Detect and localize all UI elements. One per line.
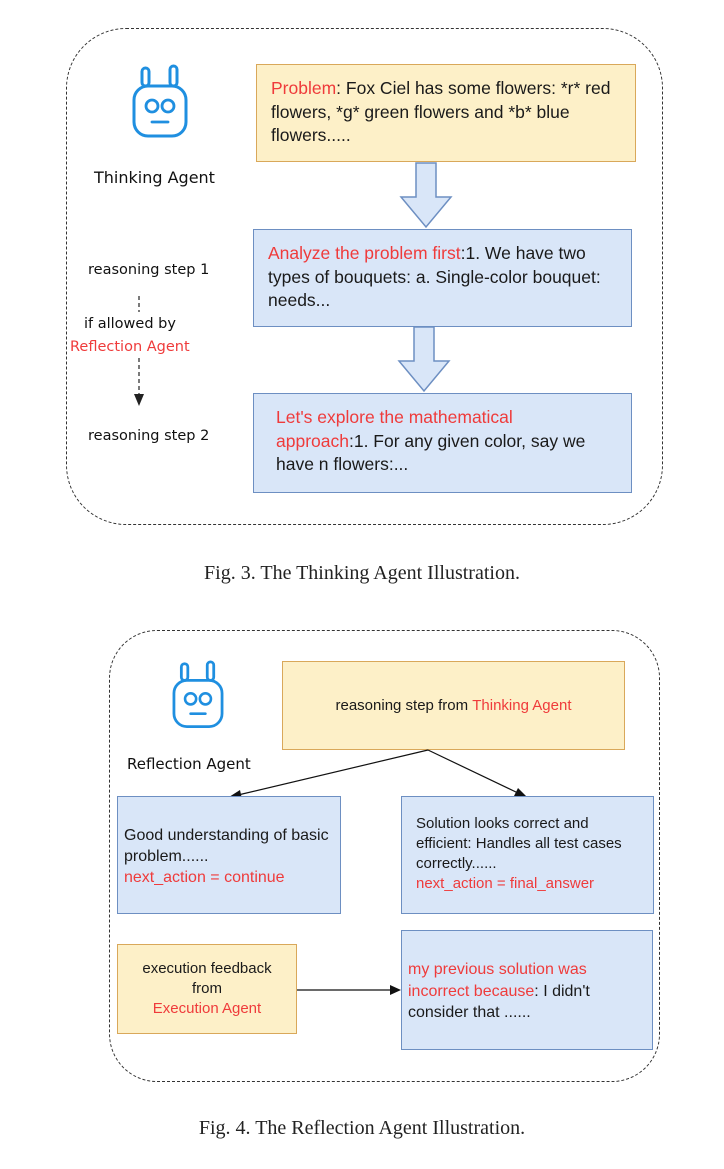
problem-label: Problem	[271, 78, 337, 98]
final-answer-text: Solution looks correct and efficient: Ha…	[416, 815, 622, 872]
down-arrow-1	[399, 162, 453, 229]
robot-icon	[172, 660, 224, 728]
feedback-line2: from	[192, 980, 222, 997]
continue-box: Good understanding of basic problem.....…	[117, 796, 341, 914]
figure4-frame	[109, 630, 660, 1082]
step2-text: :1. For any given color, say we have n f…	[276, 430, 586, 475]
step1-text: :1. We have two types of bouquets: a. Si…	[268, 243, 601, 310]
feedback-agent: Execution Agent	[152, 1000, 262, 1017]
robot-icon	[132, 64, 188, 138]
figure4-caption: Fig. 4. The Reflection Agent Illustratio…	[198, 1117, 526, 1139]
condition-prefix: if allowed by	[84, 316, 176, 332]
input-prefix: reasoning step from	[335, 697, 473, 714]
retry-text: : I didn't consider that ......	[408, 982, 590, 1022]
retry-box: my previous solution was incorrect becau…	[401, 930, 653, 1050]
down-arrow-2	[397, 326, 451, 393]
thinking-agent-label: Thinking Agent	[94, 168, 215, 187]
retry-label: my previous solution was incorrect becau…	[408, 961, 587, 1000]
reasoning-step-2-label: reasoning step 2	[88, 428, 210, 444]
step-connector-arrow	[134, 296, 144, 406]
problem-text: : Fox Ciel has some flowers: *r* red flo…	[271, 78, 611, 145]
condition-agent: Reflection Agent	[70, 339, 190, 355]
final-answer-box: Solution looks correct and efficient: Ha…	[401, 796, 654, 914]
execution-feedback-box: execution feedback from Execution Agent	[117, 944, 297, 1034]
input-agent: Thinking Agent	[472, 697, 572, 714]
input-box: reasoning step from Thinking Agent	[282, 661, 625, 750]
step1-label: Analyze the problem first	[268, 243, 461, 263]
step2-label: Let's explore the mathematical approach	[276, 407, 513, 451]
final-answer-action: next_action = final_answer	[416, 875, 595, 892]
feedback-line1: execution feedback	[142, 960, 272, 977]
continue-text: Good understanding of basic problem.....…	[124, 827, 329, 865]
step1-box: Analyze the problem first:1. We have two…	[253, 229, 632, 327]
step2-box: Let's explore the mathematical approach:…	[253, 393, 632, 493]
reasoning-step-1-label: reasoning step 1	[88, 262, 210, 278]
figure3-caption: Fig. 3. The Thinking Agent Illustration.	[204, 562, 520, 584]
reflection-agent-label: Reflection Agent	[127, 755, 251, 773]
problem-box: Problem: Fox Ciel has some flowers: *r* …	[256, 64, 636, 162]
figure3-frame	[66, 28, 663, 525]
continue-action: next_action = continue	[124, 869, 285, 886]
